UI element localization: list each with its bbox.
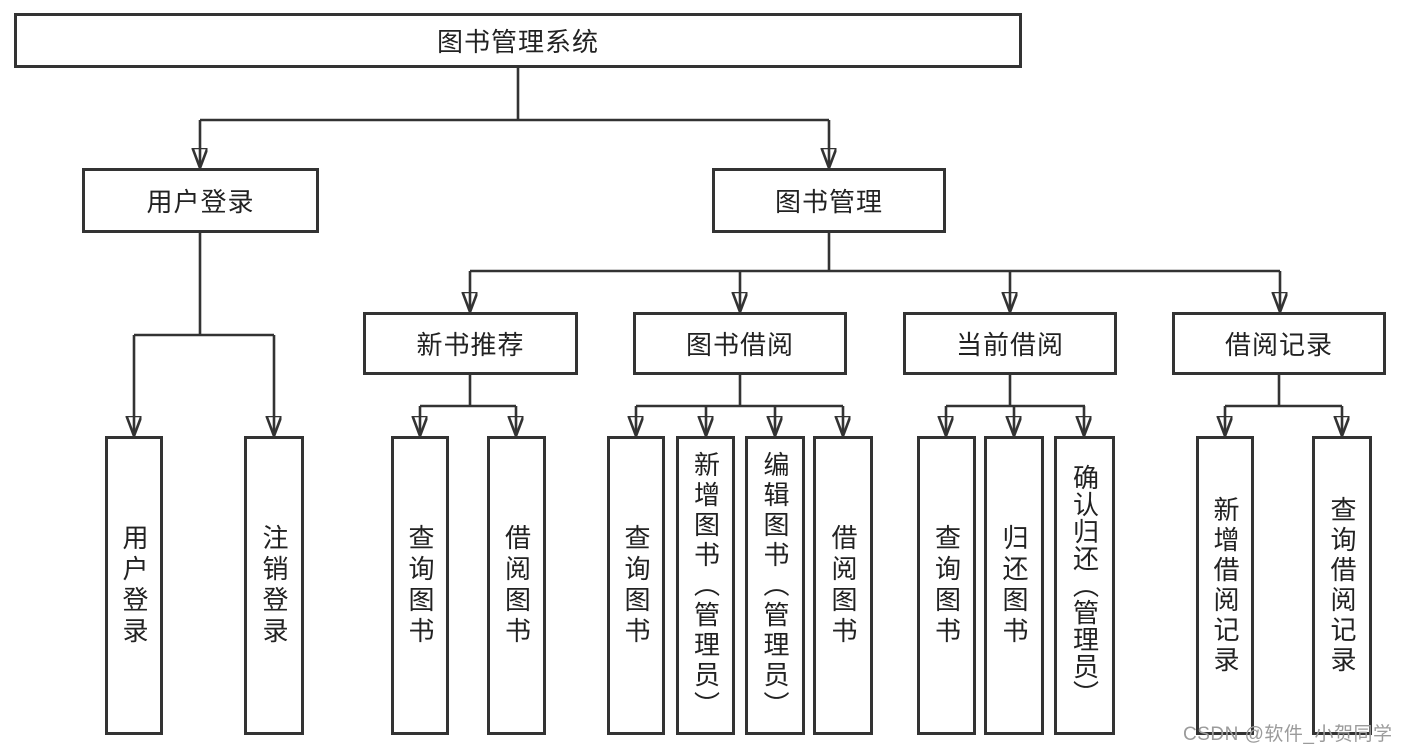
leaf-user-login: 用户登录 — [105, 436, 163, 735]
node-book-borrow: 图书借阅 — [633, 312, 847, 375]
leaf-borrow-books: 借阅图书 — [813, 436, 873, 735]
leaf-query-books-current: 查询图书 — [917, 436, 976, 735]
connector-new-book-recommend-to-children — [420, 375, 516, 435]
connector-user-login-to-children — [134, 233, 274, 435]
node-user-login: 用户登录 — [82, 168, 319, 233]
connector-root-to-level1 — [200, 68, 829, 167]
leaf-add-books-admin: 新增图书（管理员） — [676, 436, 735, 735]
leaf-confirm-return-admin: 确认归还（管理员） — [1054, 436, 1115, 735]
node-new-book-recommend: 新书推荐 — [363, 312, 578, 375]
csdn-watermark: CSDN @软件_小贺同学 — [1183, 724, 1393, 745]
leaf-borrow-books-recommend: 借阅图书 — [487, 436, 546, 735]
node-root: 图书管理系统 — [14, 13, 1022, 68]
node-current-borrow: 当前借阅 — [903, 312, 1117, 375]
node-book-management: 图书管理 — [712, 168, 946, 233]
leaf-edit-books-admin: 编辑图书（管理员） — [745, 436, 805, 735]
leaf-query-borrow-record: 查询借阅记录 — [1312, 436, 1372, 735]
leaf-query-books-recommend: 查询图书 — [391, 436, 449, 735]
leaf-logout: 注销登录 — [244, 436, 304, 735]
connector-borrow-records-to-children — [1225, 375, 1342, 435]
node-borrow-records: 借阅记录 — [1172, 312, 1386, 375]
leaf-add-borrow-record: 新增借阅记录 — [1196, 436, 1254, 735]
connector-current-borrow-to-children — [946, 375, 1085, 435]
connector-book-borrow-to-children — [636, 375, 843, 435]
leaf-query-books-borrow: 查询图书 — [607, 436, 665, 735]
leaf-return-books: 归还图书 — [984, 436, 1044, 735]
connector-book-management-to-level2 — [470, 233, 1280, 311]
